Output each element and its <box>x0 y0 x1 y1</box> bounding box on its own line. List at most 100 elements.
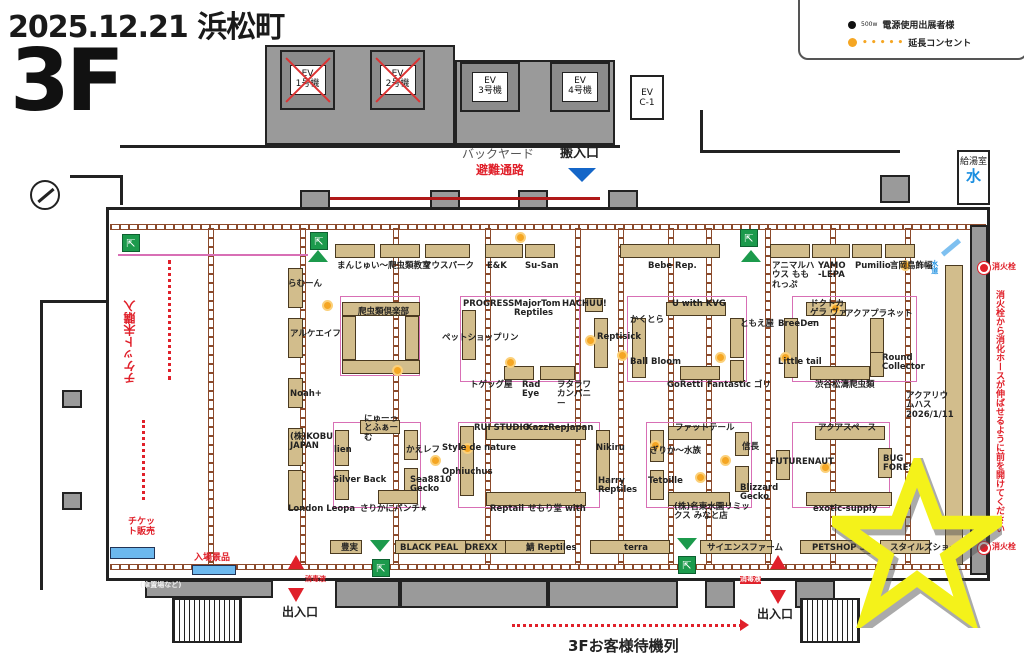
booth-label[interactable]: Reptail <box>490 504 525 514</box>
booth-label[interactable]: アルケエイフ <box>290 329 341 339</box>
booth-label[interactable]: PROGRESS <box>463 299 515 309</box>
ev-number: 2号機 <box>385 79 410 89</box>
block-outline <box>460 296 580 382</box>
pillar <box>62 492 82 510</box>
booth-label[interactable]: HACHUU! <box>562 299 607 309</box>
booth-label[interactable]: (株)KOBU JAPAN <box>290 432 334 452</box>
booth-label[interactable]: アクアスペース <box>818 423 877 433</box>
ev-label: EV <box>574 76 586 87</box>
extension-outlet-icon <box>585 335 596 346</box>
booth-label[interactable]: (株)名東水園リミックス みなと店 <box>674 502 750 522</box>
booth-label[interactable]: Little tail <box>778 357 822 367</box>
booth-table <box>668 426 712 440</box>
booth-label[interactable]: 豊実 <box>341 543 359 553</box>
booth-table <box>288 428 303 466</box>
pillar <box>62 390 82 408</box>
booth-label[interactable]: lien <box>334 445 352 455</box>
booth-label[interactable]: サイエンスファーム <box>707 543 783 553</box>
booth-table <box>594 318 608 368</box>
booth-table <box>485 244 523 258</box>
booth-label[interactable]: Style de nature <box>442 443 517 453</box>
booth-table <box>700 540 772 554</box>
booth-label[interactable]: GoRetti <box>667 380 704 390</box>
booth-label[interactable]: 爬虫類倶楽部 <box>358 307 410 317</box>
booth-label[interactable]: ファットテール <box>675 423 735 433</box>
booth-label[interactable]: Su-San <box>525 261 559 271</box>
block-outline <box>627 296 747 382</box>
booth-label[interactable]: せもり堂 with <box>528 504 586 514</box>
booth-label[interactable]: 言岡島飾幅 <box>890 261 933 271</box>
booth-label[interactable]: マウスパーク <box>423 261 475 271</box>
booth-label[interactable]: Ophiuchus <box>442 467 493 477</box>
booth-label[interactable]: Nikiru <box>596 443 625 453</box>
booth-label[interactable]: PETSHOP S <box>812 543 866 553</box>
booth-label[interactable]: Tetoille <box>648 476 683 486</box>
booth-label[interactable]: にゅーっとふぁーむ <box>364 414 399 443</box>
booth-label[interactable]: さりかにパンチ★ <box>360 504 428 514</box>
booth-label[interactable]: ドクトカゲラ ヴァー <box>810 299 847 328</box>
booth-label[interactable]: exotic-supply <box>813 504 878 514</box>
booth-label[interactable]: Noah+ <box>290 389 322 399</box>
booth-label[interactable]: Harry Reptiles <box>598 476 638 496</box>
booth-label[interactable]: BLACK PEAL <box>400 543 459 553</box>
booth-label[interactable]: MajorTom Reptiles <box>514 299 561 319</box>
booth-label[interactable]: U with KVG <box>672 299 726 309</box>
queue-label: 3Fお客様待機列 <box>568 637 679 655</box>
booth-label[interactable]: FUTURENAUT <box>770 457 834 467</box>
booth-label[interactable]: Pumilio <box>855 261 891 271</box>
booth-label[interactable]: ともえ屋 <box>740 319 775 329</box>
booth-table <box>735 466 749 492</box>
booth-table <box>486 492 586 506</box>
booth-label[interactable]: BUG FOREST <box>883 454 921 474</box>
dotted-line-icon: • • • • • <box>862 37 904 48</box>
booth-label[interactable]: Rad Eye <box>522 380 541 400</box>
extension-outlet-icon <box>720 455 731 466</box>
booth-label[interactable]: トゲッグ屋 <box>470 380 513 390</box>
booth-label[interactable]: KazzRepJapan <box>526 423 594 433</box>
booth-label[interactable]: Ball Bloom <box>630 357 681 367</box>
booth-label[interactable]: まんじゅい〜爬虫類教室 <box>337 261 431 271</box>
booth-table <box>360 420 400 434</box>
booth-label[interactable]: Sea8810 Gecko <box>410 475 452 495</box>
booth-table <box>288 268 303 308</box>
entrance-label: 出入口 <box>757 607 794 621</box>
cable-tray <box>905 228 911 564</box>
booth-label[interactable]: ペットショップリン <box>442 333 519 343</box>
booth-label[interactable]: London Leopa <box>288 504 356 514</box>
booth-label[interactable]: Reptisick <box>597 332 642 342</box>
booth-label[interactable]: かえレフ <box>406 445 441 455</box>
booth-label[interactable]: YAMO -LEPA <box>818 261 846 281</box>
booth-label[interactable]: かくとら <box>630 315 665 325</box>
booth-label[interactable]: ぎりか〜水族 <box>650 446 702 456</box>
down-arrow-icon <box>568 168 596 182</box>
booth-label[interactable]: RUI STUDIO <box>474 423 530 433</box>
cable-tray <box>668 228 674 564</box>
booth-label[interactable]: らむーん <box>288 279 323 289</box>
booth-label[interactable]: 渋谷松濤爬虫類 <box>815 380 875 390</box>
booth-label[interactable]: Fantastic ゴリ <box>707 380 771 390</box>
booth-table <box>590 540 670 554</box>
booth-label[interactable]: スタイルズショー <box>890 543 959 553</box>
booth-label[interactable]: Round Collector <box>882 353 925 373</box>
booth-label[interactable]: アクアリウムハス 2026/1/11 <box>906 391 954 420</box>
booth-label[interactable]: アニマルハウス ももれっぷ <box>772 261 815 290</box>
booth-label[interactable]: 鯖 Reptiles <box>526 543 577 553</box>
booth-label[interactable]: terra <box>624 543 648 553</box>
booth-label[interactable]: E&K <box>487 261 507 271</box>
booth-label[interactable]: Bebe Rep. <box>648 261 697 271</box>
staircase <box>800 598 860 643</box>
queue-dotted-line <box>512 624 742 627</box>
booth-label[interactable]: DREXX <box>465 543 498 553</box>
extension-outlet-icon <box>820 462 831 473</box>
booth-label[interactable]: 信長 <box>742 442 760 452</box>
booth-label[interactable]: ヲタラワ カンパニー <box>557 380 592 409</box>
booth-label[interactable]: Silver Back <box>333 475 387 485</box>
booth-table <box>378 490 418 504</box>
booth-label[interactable]: BreeDen <box>778 319 820 329</box>
booth-label[interactable]: アクアプラネット <box>845 309 913 319</box>
extension-outlet-icon <box>462 443 473 454</box>
booth-label[interactable]: Blizzard Gecko <box>740 483 779 503</box>
